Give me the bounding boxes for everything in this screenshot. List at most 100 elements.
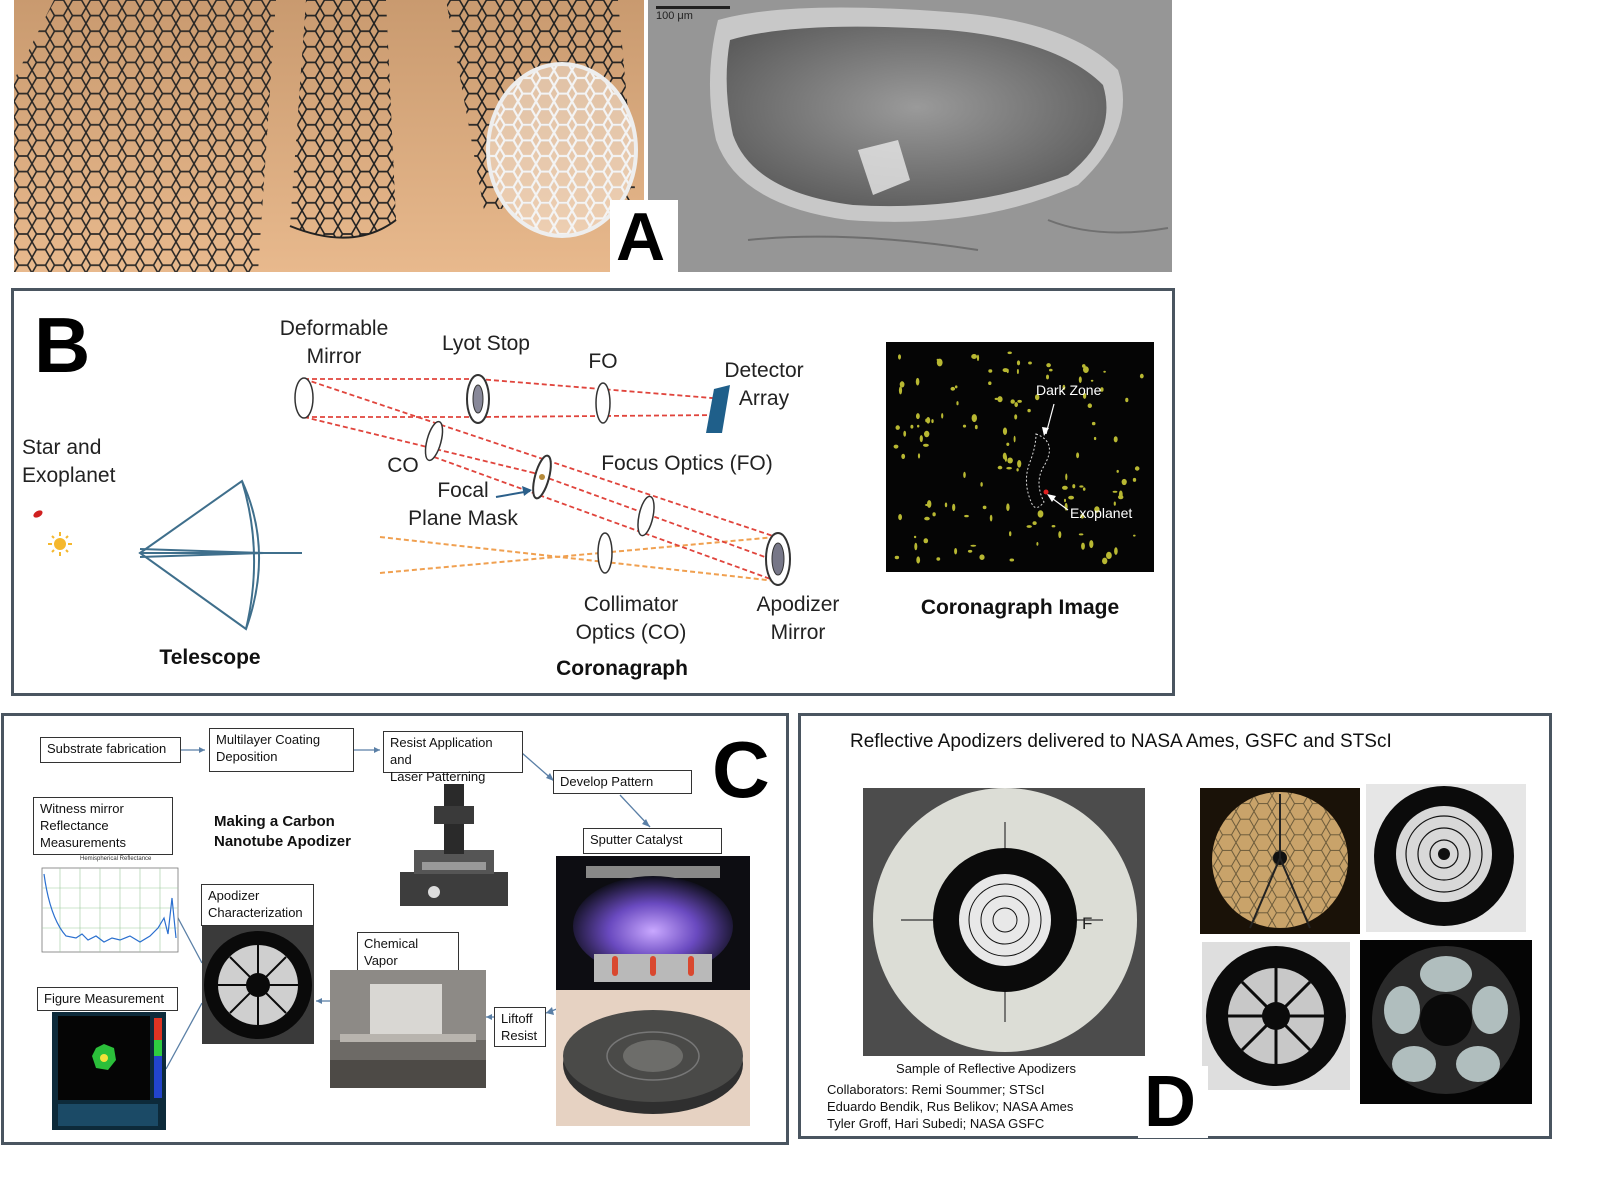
speckle	[1017, 399, 1022, 403]
label-focus-optics: Focus Optics (FO)	[601, 452, 773, 475]
speckle	[1046, 374, 1049, 380]
coronagraph-image	[886, 342, 1154, 572]
collaborator-line: Tyler Groff, Hari Subedi; NASA GSFC	[827, 1116, 1045, 1131]
speckle	[1036, 542, 1039, 546]
speckle	[941, 413, 944, 419]
panel-c-title: Making a Carbon Nanotube Apodizer	[214, 813, 351, 850]
speckle	[980, 482, 983, 487]
label-coronagraph-image: Coronagraph Image	[920, 596, 1120, 619]
label-coronagraph: Coronagraph	[556, 657, 688, 680]
speckle	[962, 424, 967, 428]
speckle	[899, 381, 905, 388]
speckle	[1090, 379, 1094, 382]
step-sputter-catalyst: Sputter Catalyst	[583, 828, 722, 854]
speckle	[1051, 525, 1056, 528]
speckle	[1062, 384, 1066, 390]
panel-d-title: Reflective Apodizers delivered to NASA A…	[850, 731, 1392, 752]
speckle	[936, 557, 941, 561]
apodizer-marker-f: F	[1082, 914, 1093, 933]
speckle	[1016, 468, 1019, 472]
speckle	[936, 358, 939, 361]
speckle	[916, 556, 921, 564]
speckle	[903, 430, 907, 437]
panel-c-letter: C	[712, 725, 770, 814]
speckle	[1102, 557, 1108, 565]
apodizer-characterization-image	[202, 926, 314, 1044]
speckle	[924, 430, 930, 438]
reflectance-plot	[41, 867, 179, 953]
speckle	[1121, 478, 1127, 486]
label-apodizer-mirror: Apodizer Mirror	[756, 593, 840, 644]
speckle	[1068, 495, 1074, 500]
speckle	[974, 424, 978, 430]
reflective-apodizer-sample-photo	[863, 788, 1145, 1056]
speckle	[1082, 392, 1087, 399]
speckle	[898, 354, 901, 360]
speckle	[950, 386, 956, 391]
speckle	[1133, 534, 1136, 537]
speckle	[919, 435, 923, 443]
speckle	[914, 542, 918, 551]
speckle	[1006, 503, 1010, 511]
nanotube-illustration	[14, 0, 644, 272]
collaborators-list: Collaborators: Remi Soummer; STScI Eduar…	[827, 1081, 1073, 1132]
speckle	[1028, 361, 1032, 365]
label-collimator-optics: Collimator Optics (CO)	[575, 593, 687, 644]
speckle	[932, 512, 936, 517]
label-deformable-mirror: Deformable Mirror	[279, 317, 389, 368]
speckle	[970, 544, 977, 547]
speckle	[1007, 351, 1012, 355]
speckle	[1118, 494, 1124, 500]
speckle	[1014, 402, 1018, 408]
apodizer-photo-top-right	[1366, 784, 1526, 932]
speckle	[1125, 397, 1129, 403]
panel-d-letter-box	[1138, 1066, 1208, 1138]
step-liftoff-resist: Liftoff Resist	[494, 1007, 546, 1047]
speckle	[913, 535, 917, 539]
label-co: CO	[387, 454, 419, 477]
speckle	[910, 424, 914, 429]
speckle	[1113, 501, 1116, 506]
speckle	[989, 514, 993, 522]
figure-measurement-image	[52, 1012, 166, 1130]
speckle	[994, 397, 999, 400]
speckle	[1079, 485, 1084, 488]
speckle	[956, 401, 959, 406]
step-resist-laser: Resist Application and Laser Patterning	[383, 731, 523, 784]
apodizer-photo-bottom-left	[1202, 942, 1350, 1090]
speckle	[1094, 506, 1100, 513]
speckle	[1134, 466, 1140, 471]
step-chemical-vapor-deposition: Chemical Vapor Deposition	[357, 932, 459, 985]
speckle	[979, 554, 985, 560]
speckle	[976, 354, 980, 361]
step-multilayer-coating: Multilayer Coating Deposition	[209, 728, 354, 772]
label-exoplanet: Exoplanet	[1070, 505, 1133, 521]
speckle	[1087, 403, 1092, 408]
speckle	[1016, 369, 1019, 374]
step-figure-measurement: Figure Measurement	[37, 987, 178, 1011]
label-focal-plane-mask: Focal Plane Mask	[408, 479, 518, 530]
speckle	[1078, 533, 1084, 536]
cvd-furnace-photo	[330, 970, 486, 1088]
speckle	[931, 419, 934, 424]
speckle	[1062, 485, 1068, 490]
speckle	[1014, 414, 1018, 420]
apodizer-photo-bottom-right	[1360, 940, 1532, 1104]
speckle	[1072, 484, 1076, 489]
speckle	[1065, 473, 1068, 481]
speckle	[1007, 457, 1013, 464]
label-dark-zone: Dark Zone	[1036, 382, 1102, 398]
speckle	[1081, 542, 1085, 550]
label-telescope: Telescope	[159, 646, 261, 669]
label-detector-array: Detector Array	[724, 359, 804, 410]
speckle	[923, 538, 929, 544]
speckle	[1064, 498, 1066, 503]
speckle	[963, 471, 966, 478]
step-substrate-fabrication: Substrate fabrication	[40, 737, 181, 763]
panel-d-letter: D	[1144, 1062, 1196, 1142]
speckle	[895, 425, 900, 430]
speckle	[1100, 387, 1104, 392]
speckle	[1113, 436, 1118, 443]
collaborator-line: Eduardo Bendik, Rus Belikov; NASA Ames	[827, 1099, 1074, 1114]
label-fo: FO	[588, 350, 618, 373]
